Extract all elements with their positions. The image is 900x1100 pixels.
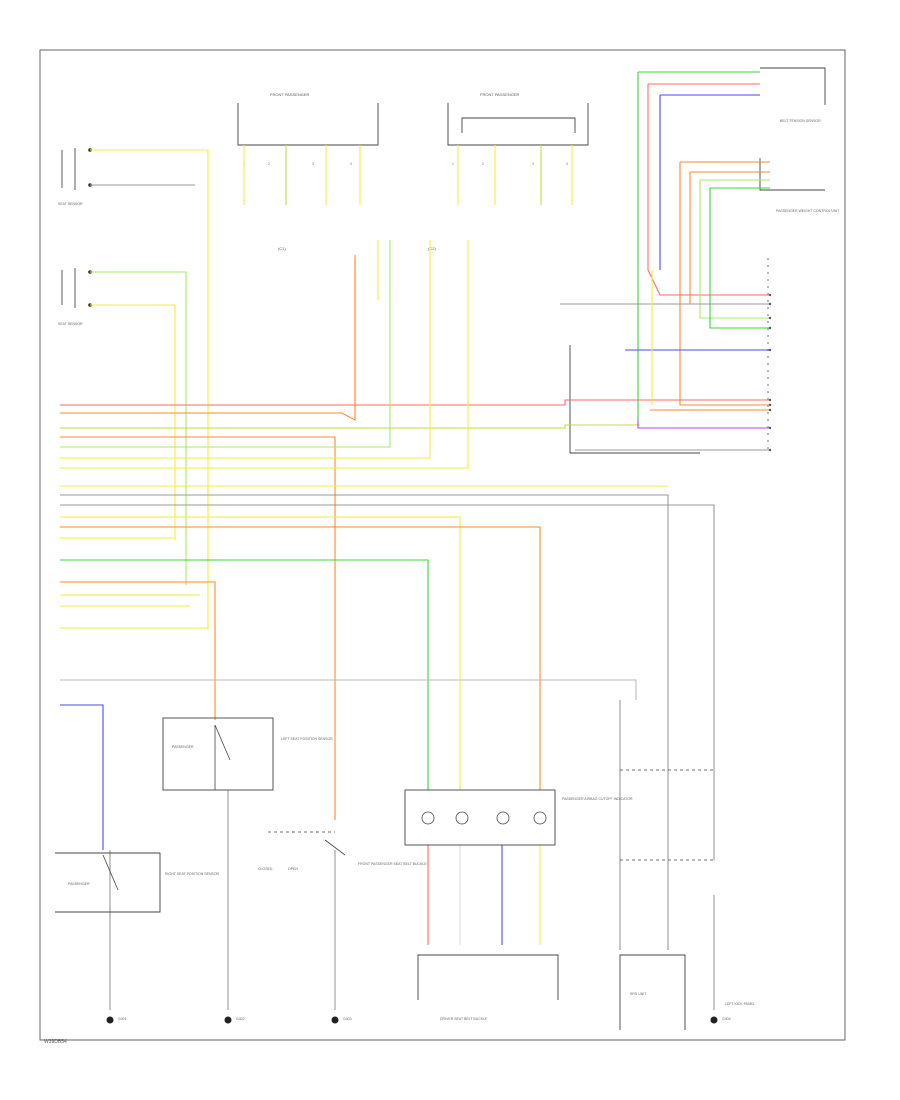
connector-c2-label: (C2) bbox=[428, 246, 436, 251]
driver-seat-belt-buckle: DRIVER SEAT BELT BUCKLE bbox=[417, 954, 559, 1021]
ground-far-right bbox=[710, 1016, 718, 1024]
ground-left-label: G401 bbox=[118, 1017, 127, 1021]
front-passenger-sensor-right-label: FRONT PASSENGER bbox=[480, 92, 520, 97]
driver-buckle-label: DRIVER SEAT BELT BUCKLE bbox=[440, 1017, 488, 1021]
ground-far-right-label: G404 bbox=[722, 1017, 731, 1021]
svg-text:PASSENGER: PASSENGER bbox=[68, 882, 90, 886]
svg-text:3: 3 bbox=[312, 162, 314, 166]
passenger-weight-control-unit-label: PASSENGER WEIGHT CONTROL UNIT bbox=[776, 209, 840, 213]
svg-text:3: 3 bbox=[532, 162, 534, 166]
srs-unit-label: SRS UNIT bbox=[630, 992, 647, 996]
ground-mid bbox=[224, 1016, 232, 1024]
right-seat-position-sensor-label: RIGHT SEAT POSITION SENSOR bbox=[165, 872, 220, 876]
svg-text:4: 4 bbox=[566, 162, 568, 166]
svg-text:2: 2 bbox=[268, 162, 270, 166]
belt-tension-sensor-label: BELT TENSION SENSOR bbox=[780, 119, 821, 123]
page-code: W39DB54 bbox=[44, 1039, 67, 1045]
svg-text:1: 1 bbox=[452, 162, 454, 166]
left-top-switch: SEAT SENSOR bbox=[58, 148, 92, 206]
left-seat-position-sensor-label: LEFT SEAT POSITION SENSOR bbox=[281, 737, 333, 741]
belt-tension-sensor: BELT TENSION SENSOR bbox=[759, 67, 826, 191]
srs-unit: SRS UNIT LEFT KICK PANEL bbox=[619, 769, 755, 1030]
indicator-panel: PASSENGER AIRBAG CUTOFF INDICATOR bbox=[404, 789, 633, 846]
indicator-panel-label: PASSENGER AIRBAG CUTOFF INDICATOR bbox=[562, 797, 633, 801]
svg-text:4: 4 bbox=[350, 162, 352, 166]
ground-mid-label: G402 bbox=[236, 1017, 245, 1021]
front-passenger-sensor-left-label: FRONT PASSENGER bbox=[270, 92, 310, 97]
right-seat-position-sensor: PASSENGER RIGHT SEAT POSITION SENSOR bbox=[55, 852, 220, 913]
ground-right-label: G403 bbox=[343, 1017, 352, 1021]
svg-text:PASSENGER: PASSENGER bbox=[172, 745, 194, 749]
control-unit-pins bbox=[768, 293, 772, 452]
left-seat-position-sensor: PASSENGER LEFT SEAT POSITION SENSOR bbox=[162, 717, 333, 791]
passenger-weight-control-unit: PASSENGER WEIGHT CONTROL UNIT bbox=[569, 209, 840, 454]
svg-text:SEAT SENSOR: SEAT SENSOR bbox=[58, 202, 83, 206]
svg-text:2: 2 bbox=[482, 162, 484, 166]
ground-right bbox=[331, 1016, 339, 1024]
ground-left bbox=[106, 1016, 114, 1024]
front-passenger-buckle-label: FRONT PASSENGER SEAT BELT BUCKLE bbox=[358, 862, 427, 866]
front-passenger-sensor-right-block: FRONT PASSENGER 1 2 3 4 bbox=[447, 92, 589, 166]
diagram-frame bbox=[39, 49, 846, 1041]
svg-text:OPEN: OPEN bbox=[288, 867, 298, 871]
front-passenger-buckle-switch: CLOSED OPEN FRONT PASSENGER SEAT BELT BU… bbox=[258, 831, 427, 871]
connector-c1-label: (C1) bbox=[278, 246, 286, 251]
left-mid-switch: SEAT SENSOR bbox=[58, 268, 92, 326]
ground-symbols: G401 G402 G403 G404 bbox=[106, 1016, 731, 1024]
harness-wires bbox=[60, 71, 770, 1010]
left-kick-panel-label: LEFT KICK PANEL bbox=[725, 1002, 755, 1006]
svg-text:CLOSED: CLOSED bbox=[258, 867, 273, 871]
svg-text:SEAT SENSOR: SEAT SENSOR bbox=[58, 322, 83, 326]
